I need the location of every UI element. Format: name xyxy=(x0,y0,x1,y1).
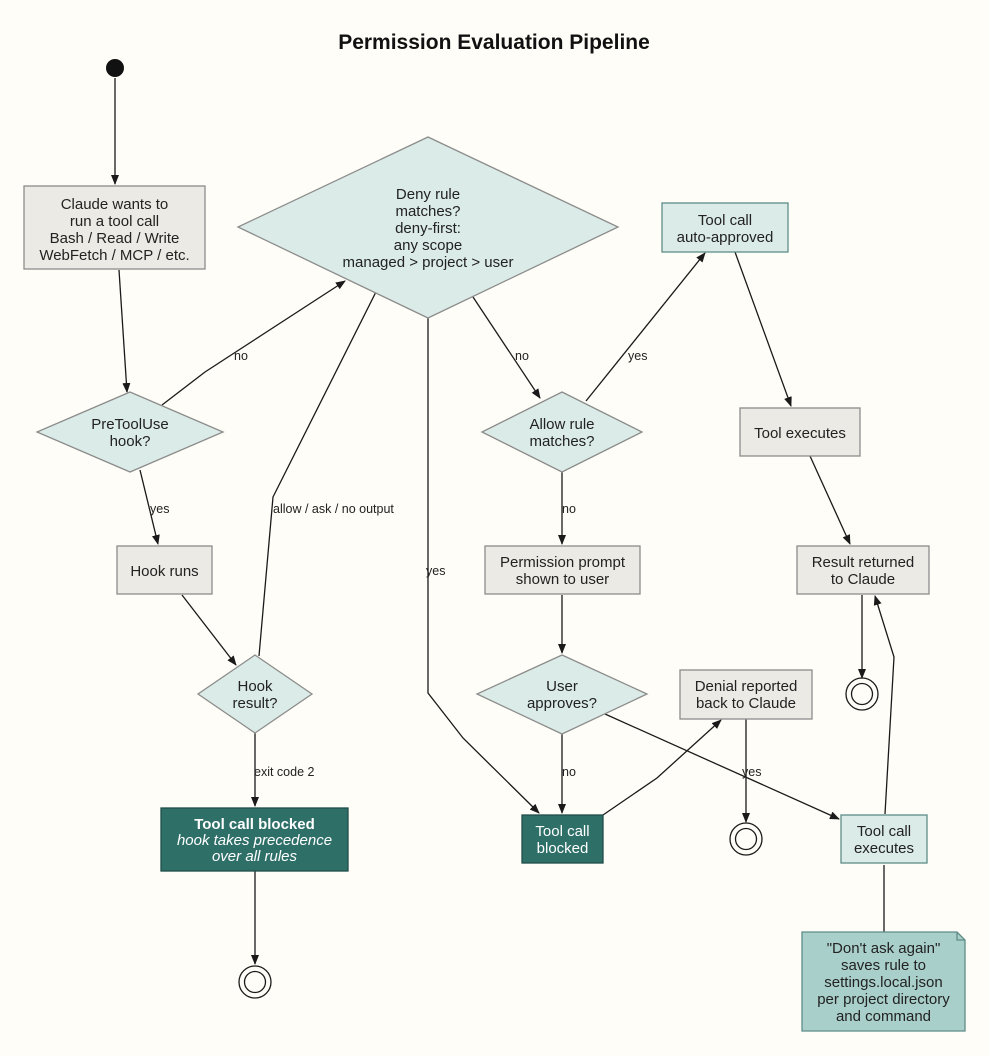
edge-deny-to-allow xyxy=(472,296,541,399)
svg-text:Tool executes: Tool executes xyxy=(754,425,846,442)
node-blocked-by-rule: Tool call blocked xyxy=(521,814,604,864)
edge-label-deny-no: no xyxy=(515,349,529,363)
edge-autoapproved-to-executes xyxy=(734,251,792,407)
node-pretooluse: PreToolUse hook? xyxy=(35,391,225,473)
svg-text:PreToolUse: PreToolUse xyxy=(91,416,169,433)
svg-text:deny-first:: deny-first: xyxy=(395,220,461,237)
edge-label-user-no: no xyxy=(562,765,576,779)
node-result-returned: Result returned to Claude xyxy=(796,545,930,595)
node-tool-executes: Tool executes xyxy=(739,407,861,457)
svg-text:and command: and command xyxy=(836,1008,931,1025)
svg-text:User: User xyxy=(546,678,578,695)
diagram-title: Permission Evaluation Pipeline xyxy=(338,31,650,54)
svg-text:auto-approved: auto-approved xyxy=(677,229,774,246)
edge-labels: no yes allow / ask / no output exit code… xyxy=(150,349,761,779)
edge-ruleblocked-to-denial xyxy=(602,719,722,816)
svg-text:blocked: blocked xyxy=(537,840,589,857)
node-user-approves: User approves? xyxy=(475,654,649,735)
edge-hookresult-to-deny xyxy=(258,271,387,657)
svg-text:saves rule to: saves rule to xyxy=(841,957,926,974)
svg-text:Denial reported: Denial reported xyxy=(695,678,798,695)
svg-text:per project directory: per project directory xyxy=(817,991,950,1008)
svg-text:settings.local.json: settings.local.json xyxy=(824,974,942,991)
svg-text:hook takes precedence: hook takes precedence xyxy=(177,832,332,849)
svg-text:WebFetch / MCP / etc.: WebFetch / MCP / etc. xyxy=(39,247,189,264)
edge-allow-to-autoapproved xyxy=(585,252,706,402)
edges xyxy=(111,78,895,965)
svg-text:Bash / Read / Write: Bash / Read / Write xyxy=(50,230,180,247)
edge-label-hook-allow: allow / ask / no output xyxy=(273,502,394,516)
svg-text:hook?: hook? xyxy=(110,433,151,450)
node-deny-rule: Deny rule matches? deny-first: any scope… xyxy=(236,136,620,319)
svg-text:Tool call: Tool call xyxy=(698,212,752,229)
svg-text:Deny rule: Deny rule xyxy=(396,186,460,203)
svg-text:any scope: any scope xyxy=(394,237,462,254)
edge-label-allow-no: no xyxy=(562,502,576,516)
edge-hookruns-to-hookresult xyxy=(181,594,237,666)
svg-text:Tool call: Tool call xyxy=(857,823,911,840)
edge-toolcallexecutes-to-result xyxy=(873,595,895,815)
node-denial-reported: Denial reported back to Claude xyxy=(679,669,813,720)
edge-label-pretool-yes: yes xyxy=(150,502,169,516)
edge-label-user-yes: yes xyxy=(742,765,761,779)
note-dont-ask-again: "Don't ask again" saves rule to settings… xyxy=(801,931,966,1032)
svg-text:Tool call: Tool call xyxy=(535,823,589,840)
svg-text:Hook runs: Hook runs xyxy=(130,563,198,580)
edge-label-pretool-no: no xyxy=(234,349,248,363)
end-node-denial xyxy=(729,822,763,856)
edge-executes-to-result xyxy=(809,455,851,545)
start-node xyxy=(106,59,124,77)
svg-text:shown to user: shown to user xyxy=(516,571,609,588)
svg-text:matches?: matches? xyxy=(529,433,594,450)
end-node-result xyxy=(845,677,879,711)
svg-text:Hook: Hook xyxy=(237,678,273,695)
edge-deny-to-ruleblocked xyxy=(427,318,540,814)
edge-label-hook-exit2: exit code 2 xyxy=(254,765,315,779)
node-tool-call-executes: Tool call executes xyxy=(840,814,928,864)
svg-text:Result returned: Result returned xyxy=(812,554,915,571)
end-node-hook xyxy=(238,965,272,999)
node-claude-wants: Claude wants to run a tool call Bash / R… xyxy=(23,185,206,270)
edge-label-deny-yes: yes xyxy=(426,564,445,578)
node-allow-rule: Allow rule matches? xyxy=(480,391,644,473)
svg-text:managed > project > user: managed > project > user xyxy=(343,254,514,271)
edge-userapproves-to-toolcallexecutes xyxy=(604,713,840,820)
svg-text:approves?: approves? xyxy=(527,695,597,712)
edge-pretool-to-deny xyxy=(161,280,346,406)
svg-text:"Don't ask again": "Don't ask again" xyxy=(827,940,941,957)
node-hook-runs: Hook runs xyxy=(116,545,213,595)
svg-text:result?: result? xyxy=(232,695,277,712)
svg-text:executes: executes xyxy=(854,840,914,857)
svg-text:over all rules: over all rules xyxy=(212,848,298,865)
svg-text:back to Claude: back to Claude xyxy=(696,695,796,712)
svg-text:Tool call blocked: Tool call blocked xyxy=(194,816,315,833)
node-blocked-by-hook: Tool call blocked hook takes precedence … xyxy=(160,807,349,872)
node-auto-approved: Tool call auto-approved xyxy=(661,202,789,253)
svg-text:Claude wants to: Claude wants to xyxy=(61,196,169,213)
svg-text:Allow rule: Allow rule xyxy=(529,416,594,433)
edge-pretool-to-hookruns xyxy=(139,469,160,545)
edge-label-allow-yes: yes xyxy=(628,349,647,363)
svg-text:Permission prompt: Permission prompt xyxy=(500,554,626,571)
node-permission-prompt: Permission prompt shown to user xyxy=(484,545,641,595)
svg-text:to Claude: to Claude xyxy=(831,571,895,588)
svg-text:matches?: matches? xyxy=(395,203,460,220)
node-hook-result: Hook result? xyxy=(196,654,314,734)
edge-claude-to-pretool xyxy=(118,269,131,393)
svg-text:run a tool call: run a tool call xyxy=(70,213,159,230)
